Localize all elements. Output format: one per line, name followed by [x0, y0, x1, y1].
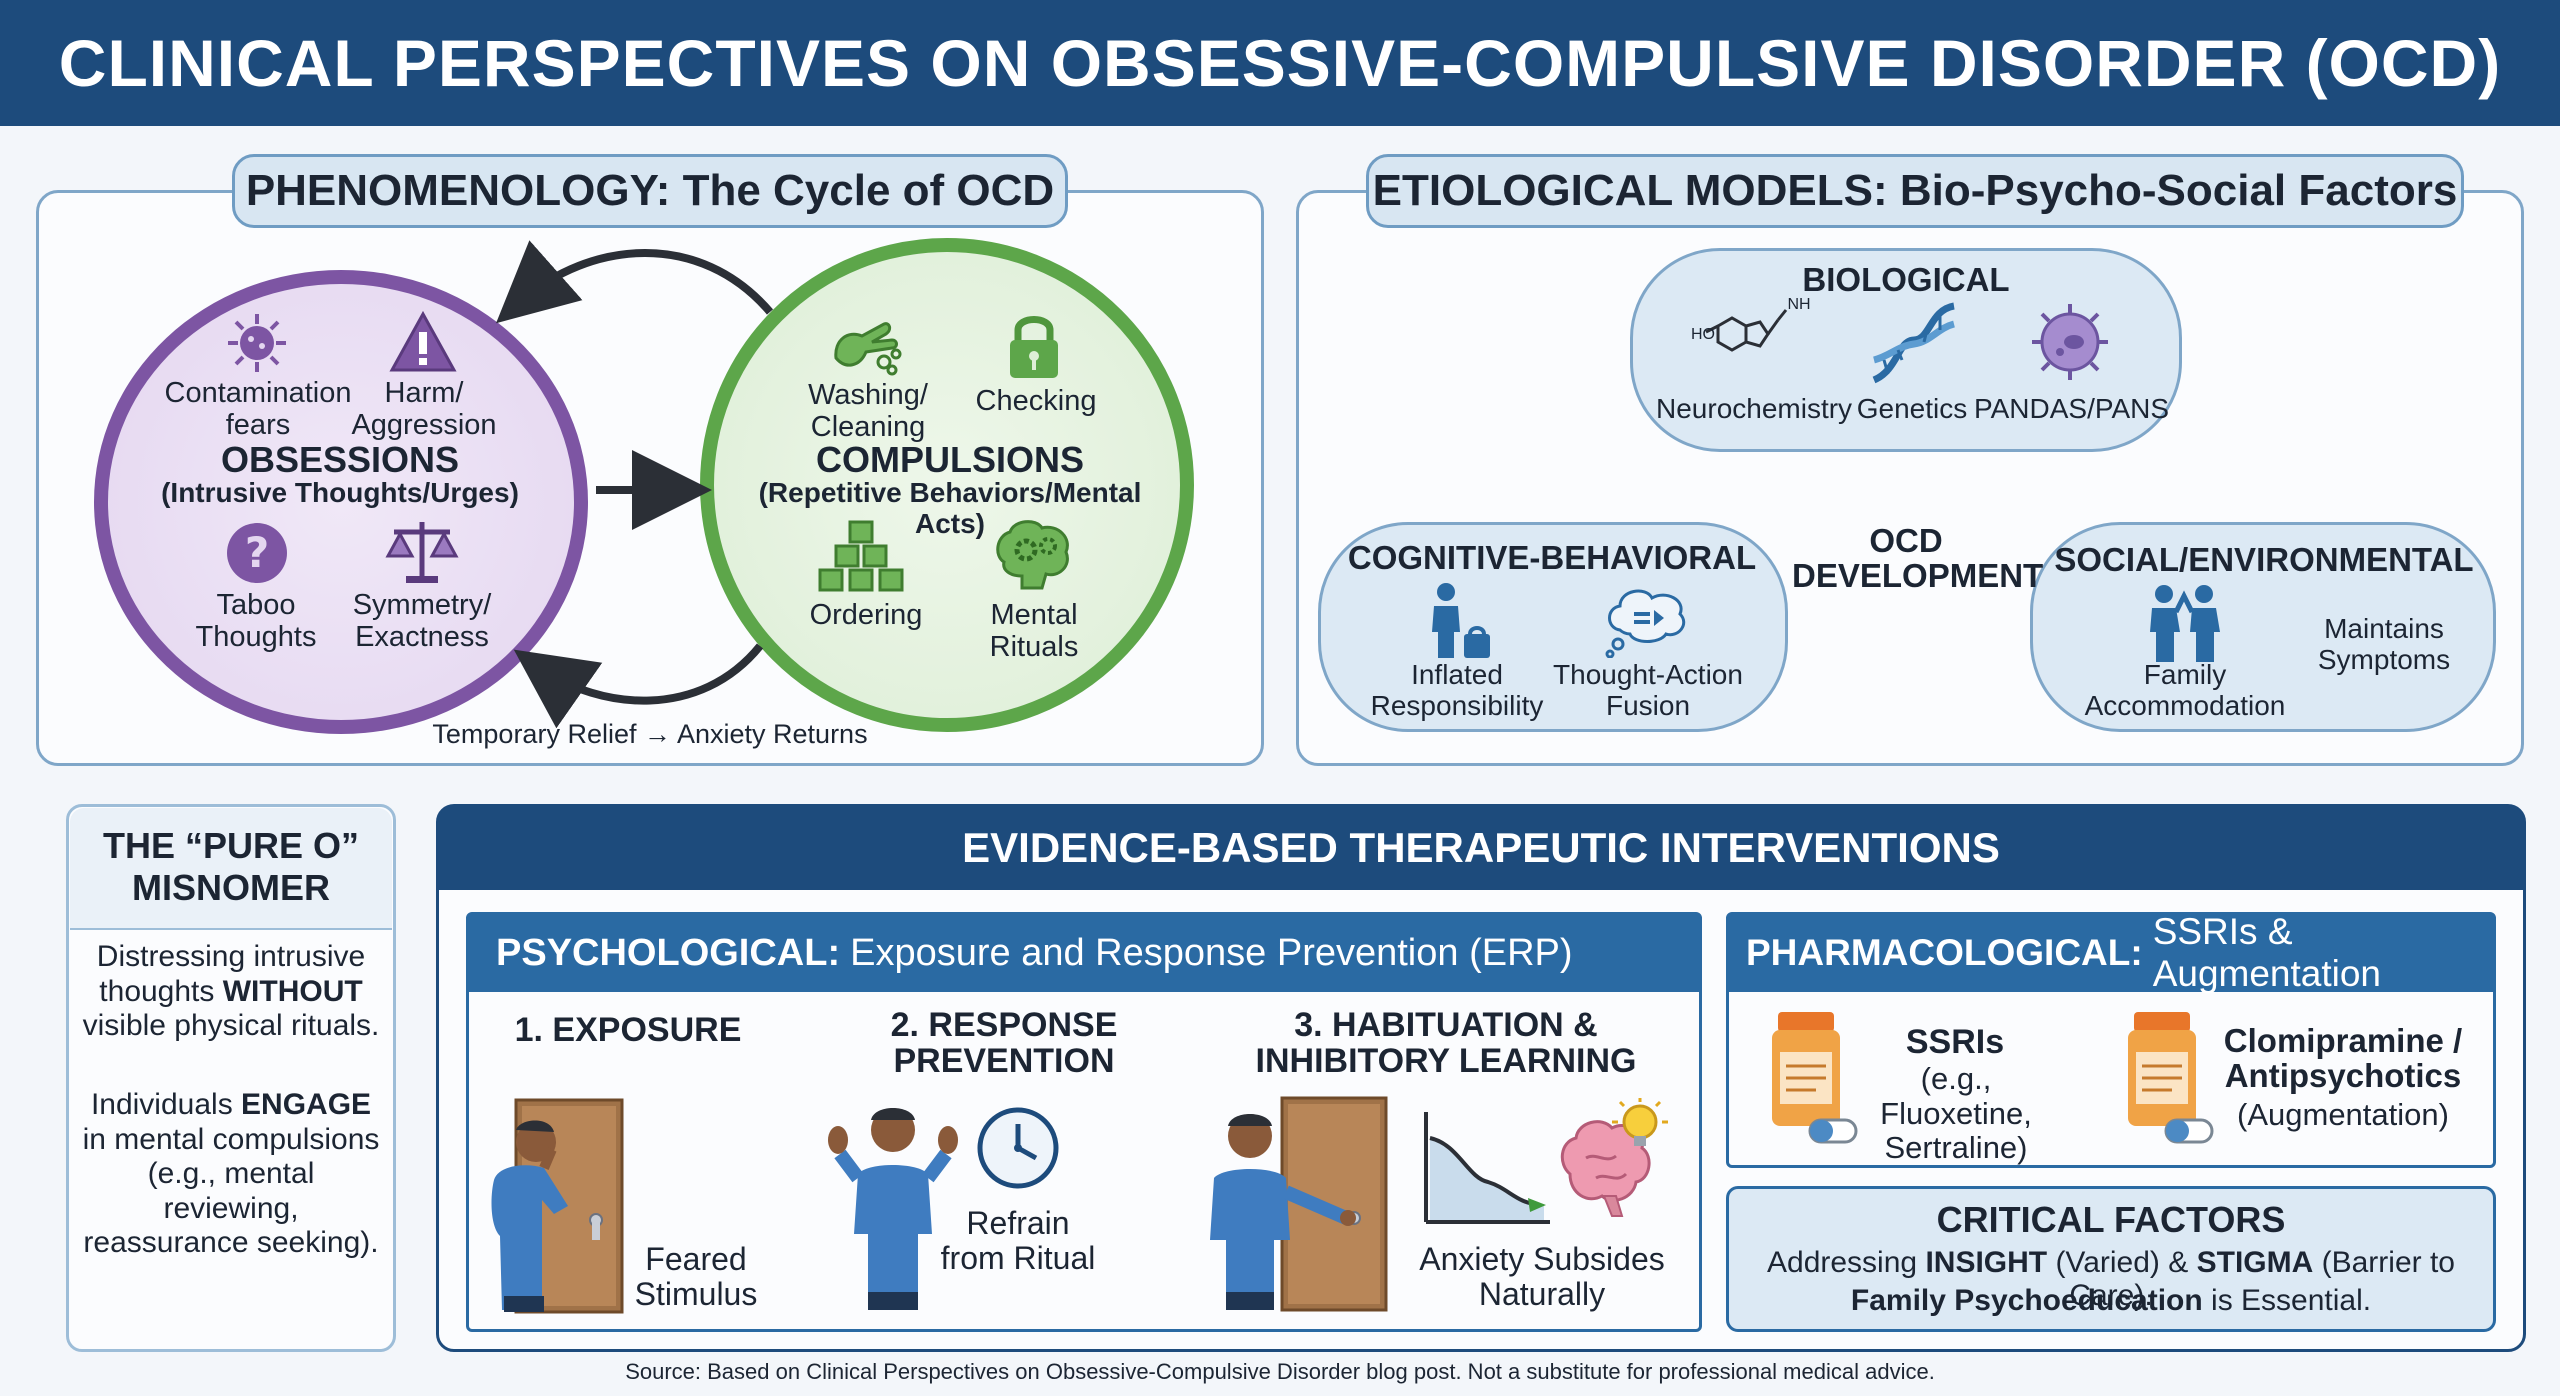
pure-o-p2-c: in mental compulsions (e.g., mental revi… — [82, 1122, 380, 1260]
critical-l1-c: (Varied) & — [2047, 1246, 2197, 1279]
pill-bottle-icon-clomipramine — [2128, 1012, 2214, 1144]
compulsion-checking: Checking — [975, 385, 1097, 417]
critical-l1-b: INSIGHT — [1925, 1246, 2048, 1279]
pure-o-p1-b: WITHOUT — [222, 974, 363, 1008]
critical-factors-title: CRITICAL FACTORS — [1936, 1199, 2286, 1240]
pure-o-title-line2: MISNOMER — [132, 867, 330, 908]
ssri-title: SSRIs — [1905, 1023, 2005, 1061]
psychological-rest: Exposure and Response Prevention (ERP) — [850, 931, 1573, 974]
footer-source: Source: Based on Clinical Perspectives o… — [625, 1359, 1935, 1384]
padlock-icon — [1010, 316, 1058, 378]
compulsion-washing: Washing/ Cleaning — [808, 379, 928, 443]
boxes-icon — [818, 520, 904, 592]
pharmacological-rest: SSRIs & Augmentation — [2152, 911, 2382, 994]
person-burden-icon — [1432, 583, 1490, 658]
pure-o-paragraph-1: Distressing intrusive thoughts WITHOUT v… — [80, 940, 382, 1044]
critical-l2-a: Family Psychoeducation — [1850, 1284, 2203, 1317]
psychological-label: PSYCHOLOGICAL: — [496, 931, 841, 974]
question-icon: ? — [227, 523, 287, 583]
pure-o-title-band — [70, 808, 392, 928]
clomipramine-title: Clomipramine / Antipsychotics — [2223, 1022, 2463, 1094]
pill-bottle-icon-ssri — [1772, 1012, 1858, 1144]
social-oval — [2030, 522, 2496, 732]
clock-icon — [977, 1107, 1059, 1189]
svg-text:?: ? — [245, 528, 269, 577]
critical-l2-b: is Essential. — [2202, 1284, 2372, 1317]
compulsion-mental-rituals: Mental Rituals — [989, 599, 1079, 663]
pure-o-divider — [70, 928, 392, 930]
critical-l1-e: (Barrier to Care). — [2069, 1246, 2455, 1312]
washing-hands-icon — [834, 322, 902, 376]
step-2-title: 2. RESPONSE PREVENTION — [890, 1006, 1118, 1080]
molecule-icon — [1705, 309, 1788, 352]
cog-inflated-responsibility: Inflated Responsibility — [1370, 659, 1544, 721]
critical-l1-d: STIGMA — [2196, 1246, 2314, 1279]
cycle-note: Temporary Relief → Anxiety Returns — [432, 719, 868, 749]
step-2-caption: Refrain from Ritual — [940, 1205, 1096, 1277]
pharmacological-label: PHARMACOLOGICAL: — [1746, 932, 2143, 973]
interventions-title: EVIDENCE-BASED THERAPEUTIC INTERVENTIONS — [438, 806, 2524, 890]
step-3-caption: Anxiety Subsides Naturally — [1419, 1241, 1665, 1313]
obsessions-subtitle: (Intrusive Thoughts/Urges) — [161, 477, 519, 508]
family-icon — [2150, 585, 2220, 662]
pure-o-p2-b: ENGAGE — [241, 1088, 372, 1121]
brain-lightbulb-icon — [1560, 1098, 1668, 1217]
dna-icon — [1872, 302, 1956, 384]
obsession-harm: Harm/ Aggression — [351, 377, 497, 441]
warning-icon — [389, 310, 457, 372]
door-calm-person-icon — [1210, 1096, 1388, 1312]
step-1-title: 1. EXPOSURE — [514, 1011, 742, 1049]
ocd-development-label: OCD DEVELOPMENT — [1792, 522, 2044, 594]
obsession-taboo: Taboo Thoughts — [195, 589, 317, 653]
virus-icon — [228, 314, 286, 372]
phenomenology-title: PHENOMENOLOGY: The Cycle of OCD — [232, 154, 1068, 228]
compulsions-title: COMPULSIONS — [815, 439, 1084, 480]
compulsions-circle — [700, 238, 1194, 732]
cog-thought-action-fusion: Thought-Action Fusion — [1553, 659, 1743, 721]
anxiety-decline-chart-icon — [1424, 1112, 1550, 1224]
critical-factors-line2: Family Psychoeducation is Essential. — [1736, 1284, 2486, 1317]
pure-o-paragraph-2: Individuals ENGAGE in mental compulsions… — [78, 1088, 384, 1261]
obsessions-title: OBSESSIONS — [220, 439, 460, 480]
compulsions-subtitle: (Repetitive Behaviors/Mental Acts) — [758, 477, 1142, 539]
obsession-symmetry: Symmetry/ Exactness — [352, 589, 492, 653]
hands-up-person-icon — [828, 1108, 958, 1310]
pure-o-p1-c: visible physical rituals. — [82, 1009, 380, 1042]
ssri-detail: (e.g., Fluoxetine, Sertraline) — [1880, 1061, 2032, 1166]
page-title: CLINICAL PERSPECTIVES ON OBSESSIVE-COMPU… — [58, 26, 2502, 100]
social-title: SOCIAL/ENVIRONMENTAL — [2054, 541, 2474, 578]
social-family-accommodation: Family Accommodation — [2084, 659, 2286, 721]
scales-icon — [385, 522, 459, 583]
pure-o-p2-a: Individuals — [90, 1088, 242, 1121]
step-1-caption: Feared Stimulus — [634, 1241, 758, 1313]
etiology-title: ETIOLOGICAL MODELS: Bio-Psycho-Social Fa… — [1366, 154, 2464, 228]
header-bar: CLINICAL PERSPECTIVES ON OBSESSIVE-COMPU… — [0, 0, 2560, 126]
cognitive-title: COGNITIVE-BEHAVIORAL — [1347, 539, 1757, 576]
top-cycle-arrow — [496, 240, 774, 324]
pharmacological-header: PHARMACOLOGICAL:SSRIs & Augmentation — [1728, 911, 2494, 994]
bottom-cycle-arrow — [513, 643, 764, 729]
critical-factors-line1: Addressing INSIGHT (Varied) & STIGMA (Ba… — [1736, 1246, 2486, 1312]
thought-bubble-icon — [1605, 589, 1686, 658]
pure-o-title-line1: THE “PURE O” — [102, 825, 360, 866]
compulsion-ordering: Ordering — [809, 599, 923, 631]
biological-title: BIOLOGICAL — [1802, 261, 2010, 298]
cognitive-oval — [1318, 522, 1788, 732]
step-3-title: 3. HABITUATION & INHIBITORY LEARNING — [1255, 1006, 1637, 1080]
obsession-contamination: Contamination fears — [164, 377, 352, 441]
molecule-ho-label: HO — [1691, 326, 1715, 343]
bio-genetics: Genetics — [1856, 393, 1968, 424]
bio-pandas: PANDAS/PANS — [1974, 393, 2170, 424]
brain-gears-icon — [996, 520, 1069, 590]
critical-l1-a: Addressing — [1767, 1246, 1926, 1279]
door-anxious-person-icon — [491, 1098, 624, 1314]
molecule-nh-label: NH — [1787, 296, 1811, 313]
social-maintains-symptoms: Maintains Symptoms — [2317, 613, 2451, 675]
clomipramine-detail: (Augmentation) — [2237, 1097, 2449, 1132]
pathogen-icon — [2032, 304, 2108, 380]
psychological-header: PSYCHOLOGICAL:Exposure and Response Prev… — [468, 914, 1700, 992]
bio-neurochemistry: Neurochemistry — [1656, 393, 1853, 424]
pure-o-p1-a: Distressing intrusive thoughts — [96, 940, 366, 1008]
critical-factors-box — [1726, 1186, 2496, 1332]
